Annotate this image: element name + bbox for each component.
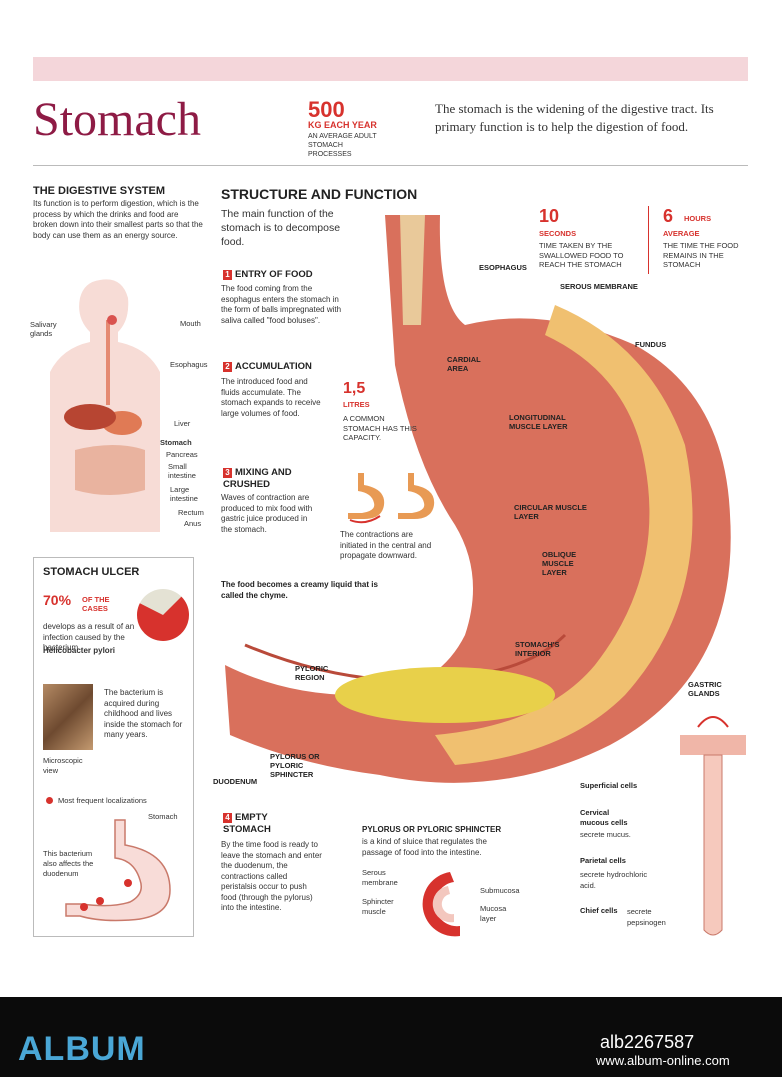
- label-large-intestine: Large intestine: [170, 485, 198, 503]
- ulcer-bacterium: Helicobacter pylori: [43, 646, 116, 655]
- intro-text: The stomach is the widening of the diges…: [435, 101, 714, 134]
- sphincter-text: is a kind of sluice that regulates the p…: [362, 837, 487, 857]
- label-fundus: FUNDUS: [635, 340, 667, 349]
- label-cardial: CARDIAL AREA: [447, 355, 481, 373]
- chyme-text: The food becomes a creamy liquid that is…: [221, 580, 378, 600]
- gland-parietal-text: secrete hydrochloric acid.: [580, 870, 648, 890]
- site-url: www.album-online.com: [596, 1053, 730, 1068]
- stat-divider: [648, 206, 649, 274]
- header-band: [33, 57, 748, 81]
- stat-unit: KG EACH YEAR: [308, 120, 377, 130]
- ulcer-pie: [137, 589, 189, 641]
- label-pyloric-region: PYLORIC REGION: [295, 664, 329, 682]
- food-bolus: [400, 215, 425, 325]
- structure-lead: The main function of the stomach is to d…: [221, 208, 341, 248]
- capacity-unit: LITRES: [343, 400, 370, 409]
- digestive-heading: THE DIGESTIVE SYSTEM: [33, 185, 166, 197]
- digestive-text: Its function is to perform digestion, wh…: [33, 199, 203, 240]
- gland-superficial: Superficial cells: [580, 781, 638, 790]
- sphincter-diagram: [422, 872, 460, 937]
- label-duodenum: DUODENUM: [213, 777, 258, 786]
- label-pancreas: Pancreas: [166, 450, 198, 459]
- time1-value: 10: [539, 206, 560, 226]
- step1-text: The food coming from the esophagus enter…: [221, 284, 342, 325]
- footer-bar: [0, 997, 782, 1077]
- step3-text: Waves of contraction are produced to mix…: [221, 493, 313, 534]
- sphincter-mucosa: Mucosa layer: [480, 904, 507, 923]
- label-liver: Liver: [174, 419, 191, 428]
- label-mouth: Mouth: [180, 319, 201, 328]
- label-small-intestine: Small intestine: [168, 462, 196, 480]
- time2-unit2: AVERAGE: [663, 229, 700, 238]
- gland-cervical-text: secrete mucus.: [580, 830, 631, 839]
- label-circular: CIRCULAR MUSCLE LAYER: [514, 503, 587, 521]
- label-anus: Anus: [184, 519, 202, 528]
- time2-unit: HOURS: [684, 214, 712, 223]
- ulcer-stomach-diagram: [65, 819, 171, 922]
- ulcer-heading: STOMACH ULCER: [43, 566, 140, 578]
- pie-slice-70: [137, 596, 189, 641]
- mouth-dot: [107, 315, 117, 325]
- sphincter-submucosa: Submucosa: [480, 886, 520, 895]
- gland-chief: Chief cells: [580, 906, 618, 915]
- sphincter-muscle: Sphincter muscle: [362, 897, 394, 916]
- serous-layer: [435, 305, 693, 765]
- label-esophagus-anat: ESOPHAGUS: [479, 263, 527, 272]
- label-serous: SEROUS MEMBRANE: [560, 282, 638, 291]
- label-oblique: OBLIQUE MUSCLE LAYER: [542, 550, 577, 577]
- ulcer-panel: [33, 557, 194, 937]
- label-stomach: Stomach: [160, 438, 192, 447]
- gland-chief-text: secrete pepsinogen: [627, 907, 666, 927]
- image-code: alb2267587: [600, 1032, 695, 1052]
- page-title: Stomach: [33, 93, 201, 146]
- time1-unit: SECONDS: [539, 229, 577, 238]
- stat-desc: AN AVERAGE ADULT STOMACH PROCESSES: [308, 133, 377, 158]
- sphincter-serous: Serous membrane: [362, 868, 398, 887]
- capacity-value: 1,5: [343, 380, 366, 397]
- label-salivary: Salivary glands: [30, 320, 57, 338]
- contractions-text: The contractions are initiated in the ce…: [340, 530, 432, 560]
- ulcer-text: develops as a result of an infection cau…: [43, 622, 135, 652]
- label-gastric-glands: GASTRIC GLANDS: [688, 680, 722, 698]
- liver-shape: [64, 404, 116, 430]
- divider: [33, 165, 748, 166]
- bacterium-text: The bacterium is acquired during childho…: [104, 688, 183, 739]
- duodenum-text: This bacterium also affects the duodenum: [43, 849, 94, 878]
- sphincter-heading: PYLORUS OR PYLORIC SPHINCTER: [362, 825, 502, 834]
- step2-text: The introduced food and fluids accumulat…: [221, 377, 321, 418]
- localization-label: Most frequent localizations: [58, 796, 147, 805]
- capacity-text: A COMMON STOMACH HAS THIS CAPACITY.: [343, 414, 417, 442]
- intestine-shape: [75, 445, 145, 495]
- time2-value: 6: [663, 206, 674, 226]
- chyme-mass: [335, 667, 555, 723]
- localization-dot-icon: [46, 797, 53, 804]
- label-longitudinal: LONGITUDINAL MUSCLE LAYER: [509, 413, 568, 431]
- label-interior: STOMACH'S INTERIOR: [515, 640, 560, 658]
- ulcer-pct: 70%: [43, 592, 72, 608]
- time2-text: THE TIME THE FOOD REMAINS IN THE STOMACH: [663, 241, 739, 269]
- time1-text: TIME TAKEN BY THE SWALLOWED FOOD TO REAC…: [539, 241, 624, 269]
- stat-value: 500: [308, 97, 345, 122]
- gastric-gland-diagram: [680, 716, 746, 936]
- structure-heading: STRUCTURE AND FUNCTION: [221, 186, 418, 202]
- step4-text: By the time food is ready to leave the s…: [221, 840, 322, 912]
- ulcer-stomach-label: Stomach: [148, 812, 178, 821]
- digestive-diagram: [50, 279, 160, 532]
- label-pylorus: PYLORUS OR PYLORIC SPHINCTER: [270, 752, 320, 779]
- label-rectum: Rectum: [178, 508, 204, 517]
- micro-label: Microscopic view: [43, 756, 83, 775]
- ulcer-pct-suffix: OF THE CASES: [82, 595, 110, 613]
- label-esophagus: Esophagus: [170, 360, 208, 369]
- gland-cervical: Cervical mucous cells: [580, 808, 628, 827]
- contraction-diagram: [348, 473, 435, 524]
- microscope-image: [43, 684, 93, 750]
- gland-parietal: Parietal cells: [580, 856, 626, 865]
- brand-logo: ALBUM: [18, 1030, 146, 1068]
- stomach-illustration: [225, 215, 731, 783]
